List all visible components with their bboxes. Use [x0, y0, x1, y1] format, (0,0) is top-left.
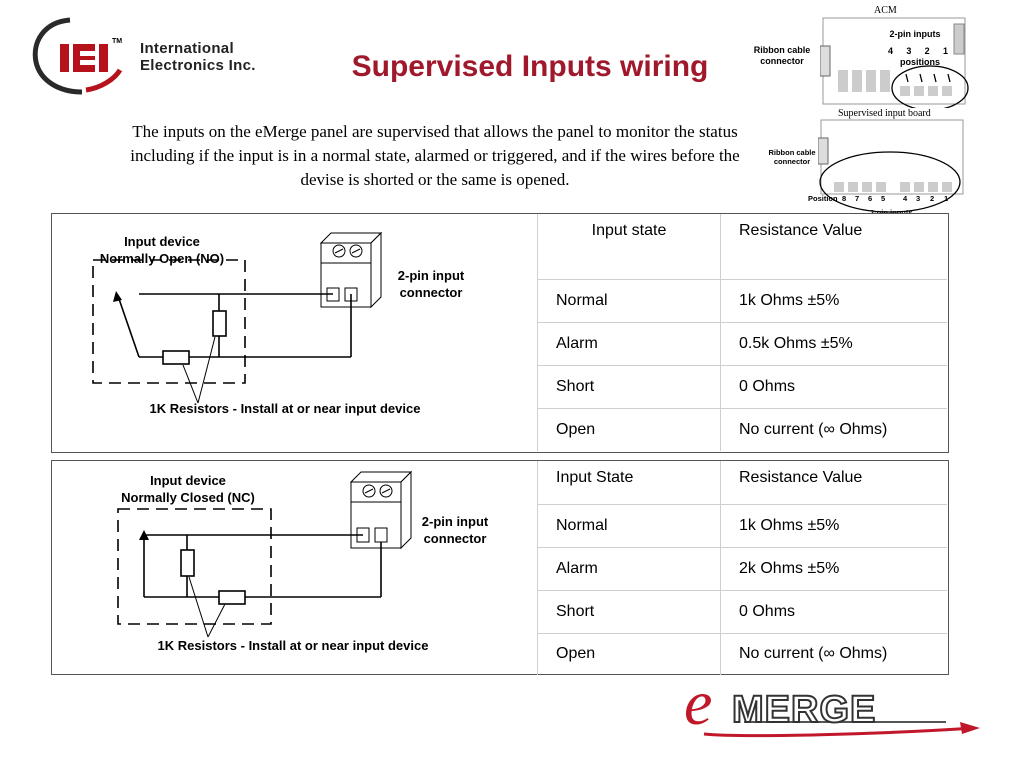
table-cell: Open — [537, 408, 721, 451]
company-name: International Electronics Inc. — [140, 40, 256, 74]
nc-resistor-note: 1K Resistors - Install at or near input … — [157, 638, 429, 653]
acm-pin-number: 4 — [888, 46, 894, 56]
acm-pin-number: 3 — [906, 46, 912, 56]
supervised-board-diagram — [818, 119, 964, 213]
board-position-label: Position — [808, 194, 838, 203]
table-cell: No current (∞ Ohms) — [739, 420, 888, 438]
nc-resistance-table: Input State Resistance Value Normal 1k O… — [537, 461, 947, 675]
table-header-row: Input State Resistance Value — [537, 461, 947, 505]
nc-device-line1: Input device — [150, 473, 226, 488]
iei-logo-mark — [32, 17, 123, 95]
table-header-cell: Input state — [537, 214, 721, 280]
no-resistance-table: Input state Resistance Value Normal 1k O… — [537, 214, 947, 451]
table-row: Alarm 2k Ohms ±5% — [537, 547, 947, 591]
trademark: TM — [112, 38, 123, 45]
acm-ribbon-label: Ribbon cable connector — [753, 45, 811, 66]
no-device-line1: Input device — [124, 234, 200, 249]
nc-device-line2: Normally Closed (NC) — [121, 490, 255, 505]
board-position-number: 4 — [903, 194, 908, 203]
table-header-cell: Input State — [537, 461, 721, 505]
table-row: Normal 1k Ohms ±5% — [537, 504, 947, 548]
board-position-number: 6 — [868, 194, 873, 203]
table-cell: 2k Ohms ±5% — [720, 547, 947, 591]
board-ribbon-label: Ribbon cable connector — [768, 148, 816, 166]
board-position-number: 2 — [930, 194, 935, 203]
nc-terminal-block — [349, 470, 413, 550]
emerge-e: e — [684, 667, 713, 738]
no-connector-label: 2-pin input connector — [386, 267, 476, 301]
no-connector-line1: 2-pin input — [397, 268, 465, 283]
table-cell: No current (∞ Ohms) — [739, 645, 888, 663]
no-device-label: Input device Normally Open (NO) — [82, 233, 242, 267]
iei-logo — [30, 14, 270, 98]
table-cell: Open — [537, 633, 721, 675]
table-cell: Short — [537, 365, 721, 409]
acm-board-diagram — [820, 17, 969, 108]
acm-pin-number: 1 — [942, 46, 948, 56]
no-connector-line2: connector — [399, 285, 463, 300]
table-row: Normal 1k Ohms ±5% — [537, 279, 947, 323]
nc-connector-line2: connector — [423, 531, 487, 546]
company-name-line1: International — [140, 40, 234, 57]
table-header-row: Input state Resistance Value — [537, 214, 947, 280]
table-row: Alarm 0.5k Ohms ±5% — [537, 322, 947, 366]
table-cell: 0.5k Ohms ±5% — [720, 322, 947, 366]
table-cell: 0 Ohms — [720, 590, 947, 634]
nc-wiring-diagram — [117, 470, 413, 638]
no-resistor-note: 1K Resistors - Install at or near input … — [149, 401, 421, 416]
acm-pin-inputs-label: 2-pin inputs — [889, 29, 941, 39]
table-cell: Alarm — [537, 547, 721, 591]
table-cell: 1k Ohms ±5% — [720, 279, 947, 323]
table-cell: Alarm — [537, 322, 721, 366]
table-cell: 1k Ohms ±5% — [720, 504, 947, 548]
emerge-logo: e MERGE — [684, 668, 984, 746]
supervised-board-label: Supervised input board — [838, 108, 931, 119]
acm-label: ACM — [874, 5, 897, 16]
table-cell: 0 Ohms — [720, 365, 947, 409]
page-title: Supervised Inputs wiring — [351, 50, 709, 83]
board-position-number: 5 — [881, 194, 886, 203]
nc-connector-line1: 2-pin input — [421, 514, 489, 529]
emerge-word: MERGE — [731, 689, 877, 731]
table-row: Short 0 Ohms — [537, 590, 947, 634]
table-cell: Normal — [537, 279, 721, 323]
table-row: Short 0 Ohms — [537, 365, 947, 409]
table-row: Open No current (∞ Ohms) — [537, 408, 948, 451]
table-cell: Short — [537, 590, 721, 634]
board-position-number: 7 — [855, 194, 860, 203]
emerge-swoosh — [703, 721, 980, 738]
table-cell: Normal — [537, 504, 721, 548]
nc-device-label: Input device Normally Closed (NC) — [106, 472, 270, 506]
acm-pin-numbers: 4 3 2 1 — [888, 46, 948, 57]
acm-pin-number: 2 — [924, 46, 930, 56]
table-header-cell: Resistance Value — [720, 461, 947, 505]
intro-paragraph: The inputs on the eMerge panel are super… — [130, 122, 740, 189]
acm-positions-label: positions — [900, 57, 940, 67]
table-header-cell: Resistance Value — [720, 214, 947, 280]
no-device-line2: Normally Open (NO) — [99, 251, 225, 266]
board-position-number: 1 — [944, 194, 949, 203]
board-position-number: 8 — [842, 194, 847, 203]
company-name-line2: Electronics Inc. — [140, 57, 256, 74]
table-row: Open No current (∞ Ohms) — [537, 633, 948, 675]
nc-connector-label: 2-pin input connector — [410, 513, 500, 547]
board-pin-inputs-label: 2-pin inputs — [870, 208, 913, 217]
board-position-number: 3 — [916, 194, 921, 203]
no-wiring-diagram — [92, 231, 383, 404]
